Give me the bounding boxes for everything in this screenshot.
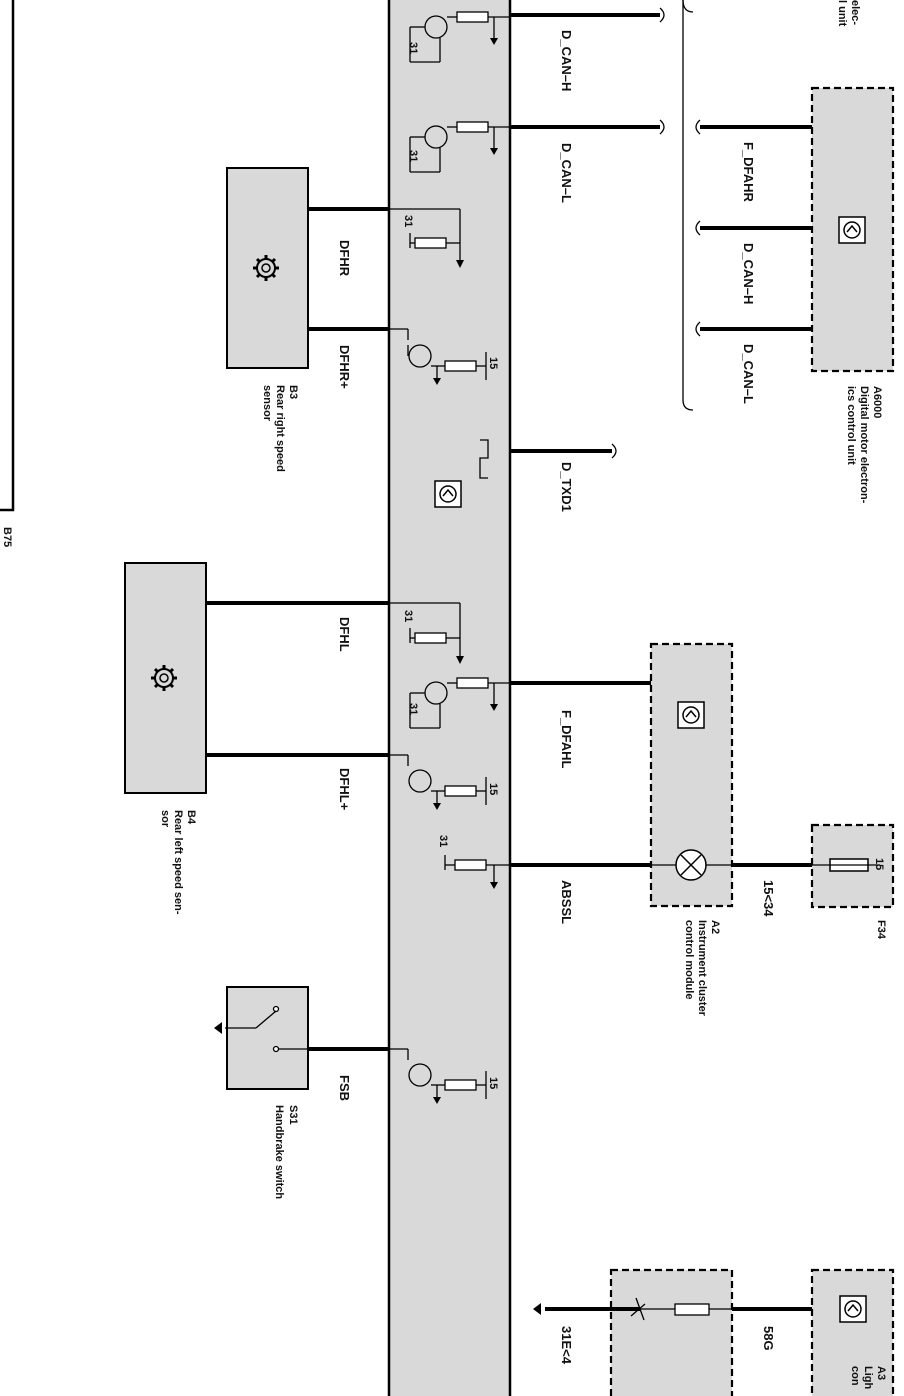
- b4-sensor-box: [124, 562, 207, 794]
- b75-frame: [0, 0, 15, 512]
- a6000-desc-line2: ics control unit: [845, 386, 857, 465]
- b75-dfhl-plus-transistor: [389, 754, 487, 810]
- a3-id: A3: [875, 1366, 887, 1380]
- a2-instrument-cluster-box: [649, 642, 734, 908]
- b75-fsb-transistor: [389, 1048, 487, 1104]
- a6000-desc-line1: Digital motor electron-: [858, 386, 870, 504]
- gear-icon: [253, 255, 279, 281]
- label-fsb: FSB: [337, 1075, 352, 1101]
- gear-icon: [151, 665, 177, 691]
- terminal-31-abssl: 31: [437, 835, 449, 847]
- a6000-id: A6000: [871, 386, 883, 418]
- b75-dfhr-plus-transistor: [389, 328, 487, 385]
- s31-id: S31: [287, 1105, 299, 1125]
- b75-dfhr-resistor-ground: [389, 208, 464, 268]
- pulse-symbol: [479, 439, 489, 479]
- b75-transistor-row-1: [409, 11, 510, 63]
- control-unit-icon: [677, 701, 705, 729]
- label-d-can-h-2: D_CAN–H: [741, 243, 756, 304]
- label-f-dfahl: F_DFAHL: [559, 710, 574, 769]
- f34-id: F34: [875, 920, 887, 940]
- a2-desc-line1: Instrument cluster: [696, 920, 708, 1017]
- b3-desc-line1: Rear right speed: [274, 385, 286, 472]
- label-d-txd1: D_TXD1: [559, 462, 574, 512]
- label-58g: 58G: [761, 1326, 776, 1351]
- b3-desc-line2: sensor: [261, 385, 273, 422]
- b3-id: B3: [287, 385, 299, 399]
- label-d-can-l-1: D_CAN–L: [559, 143, 574, 203]
- top-right-unit-desc-1: elec-: [849, 0, 861, 25]
- b4-desc-line1: Rear left speed sen-: [172, 810, 184, 915]
- can-bus-brace: [682, 0, 694, 411]
- control-unit-icon: [839, 1295, 867, 1323]
- terminal-31-f-dfahl: 31: [407, 703, 419, 715]
- terminal-31-row2: 31: [407, 150, 419, 162]
- b75-f-dfahl-transistor: [409, 677, 510, 729]
- terminal-31-dfhr: 31: [402, 215, 414, 227]
- terminal-15-fsb: 15: [487, 1077, 499, 1089]
- b75-abssl-resistor: [444, 855, 510, 889]
- a3-desc-line2: con: [849, 1366, 861, 1386]
- dimmer-resistor-icon: [533, 1297, 732, 1321]
- warning-lamp-icon: [651, 849, 732, 881]
- terminal-31-dfhl: 31: [402, 610, 414, 622]
- a3-control-unit-box: [810, 1268, 895, 1396]
- top-right-unit-desc-2: l unit: [836, 0, 848, 27]
- label-d-can-l-2: D_CAN–L: [741, 344, 756, 404]
- can-bus-brace-top: [682, 0, 694, 13]
- label-31e-4: 31E<4: [559, 1326, 574, 1365]
- label-d-can-h-1: D_CAN–H: [559, 30, 574, 91]
- a2-desc-line2: control module: [683, 920, 695, 999]
- label-dfhl-plus: DFHL+: [337, 768, 352, 811]
- b75-dfhl-resistor-ground: [389, 602, 464, 664]
- b3-sensor-box: [226, 167, 309, 369]
- s31-desc: Handbrake switch: [273, 1105, 285, 1199]
- control-unit-icon: [838, 216, 866, 244]
- label-f-dfahr: F_DFAHR: [741, 142, 756, 203]
- b4-desc-line2: sor: [159, 810, 171, 828]
- terminal-15-dfhl-plus: 15: [487, 783, 499, 795]
- b75-control-unit-box: [387, 0, 512, 1396]
- label-dfhr-plus: DFHR+: [337, 345, 352, 389]
- a2-id: A2: [709, 920, 721, 934]
- a3-desc-line1: Ligh: [862, 1366, 874, 1389]
- b4-id: B4: [185, 810, 197, 825]
- terminal-31-row1: 31: [407, 42, 419, 54]
- terminal-15-dfhr-plus: 15: [487, 357, 499, 369]
- dimmer-module-box: [609, 1268, 734, 1396]
- label-dfhr: DFHR: [337, 240, 352, 277]
- label-dfhl: DFHL: [337, 617, 352, 652]
- fuse-icon: [812, 858, 880, 872]
- b75-label: B75: [1, 527, 13, 547]
- b75-transistor-row-2: [409, 121, 510, 173]
- terminal-15-f34: 15: [873, 858, 885, 870]
- control-unit-icon: [434, 480, 462, 508]
- label-abssl: ABSSL: [559, 880, 574, 924]
- s31-handbrake-switch-box: [226, 986, 309, 1090]
- label-15-34: 15<34: [761, 880, 776, 917]
- switch-icon: [214, 1005, 308, 1053]
